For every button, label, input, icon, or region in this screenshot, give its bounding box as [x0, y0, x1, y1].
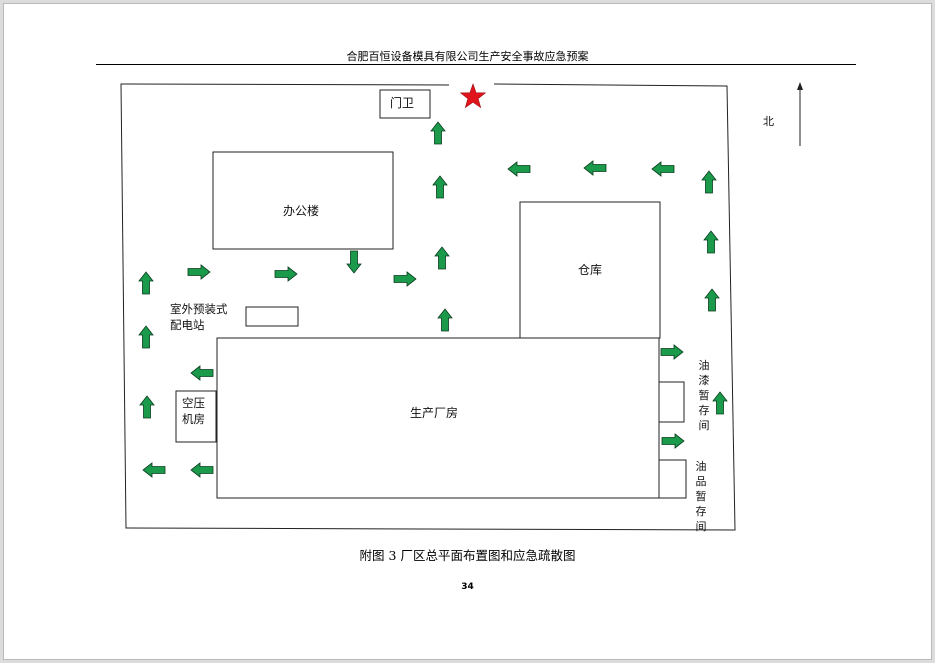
evac-arrow [507, 161, 531, 177]
evac-arrow [432, 175, 448, 199]
site-boundary [120, 83, 736, 531]
office-building [212, 151, 394, 250]
air-compressor-label: 空压 机房 [182, 396, 205, 426]
evac-arrow [138, 325, 154, 349]
evac-arrow [190, 365, 214, 381]
evac-arrow [434, 246, 450, 270]
evac-arrow [583, 160, 607, 176]
evac-arrow [393, 271, 417, 287]
evac-arrow [437, 308, 453, 332]
evac-arrow [430, 121, 446, 145]
assembly-point-star [459, 83, 487, 109]
evac-arrow [660, 344, 684, 360]
office-label: 办公楼 [283, 204, 320, 218]
evac-arrow [142, 462, 166, 478]
north-arrow-head [797, 82, 803, 90]
north-label: 北 [763, 115, 774, 128]
evac-arrow [187, 264, 211, 280]
evac-arrow [661, 433, 685, 449]
paint-storage-label: 油漆暂存间 [698, 359, 710, 432]
oil-storage-room [658, 459, 687, 499]
paint-storage-room [658, 381, 685, 423]
air-compressor-room [175, 390, 217, 443]
header-title: 合肥百恒设备模具有限公司生产安全事故应急预案 [346, 50, 589, 63]
page [3, 3, 932, 660]
evac-arrow [139, 395, 155, 419]
evac-arrow [651, 161, 675, 177]
page-number: 34 [461, 582, 474, 592]
figure-caption: 附图 3 厂区总平面布置图和应急疏散图 [359, 548, 576, 563]
oil-storage-label: 油品暂存间 [695, 460, 707, 533]
evac-arrow [712, 391, 728, 415]
production-label: 生产厂房 [410, 406, 459, 420]
evac-arrow [346, 250, 362, 274]
header-rule [96, 64, 856, 65]
warehouse-building [519, 201, 661, 339]
gate-label: 门卫 [390, 96, 415, 110]
power-station-box [245, 306, 299, 327]
evac-arrow [703, 230, 719, 254]
evac-arrow [190, 462, 214, 478]
warehouse-label: 仓库 [578, 263, 603, 277]
evac-arrow [704, 288, 720, 312]
evac-arrow [138, 271, 154, 295]
production-building [216, 337, 660, 499]
evac-arrow [274, 266, 298, 282]
gate-house [379, 89, 431, 119]
power-station-label: 室外预装式 配电站 [170, 302, 228, 332]
evac-arrow [701, 170, 717, 194]
